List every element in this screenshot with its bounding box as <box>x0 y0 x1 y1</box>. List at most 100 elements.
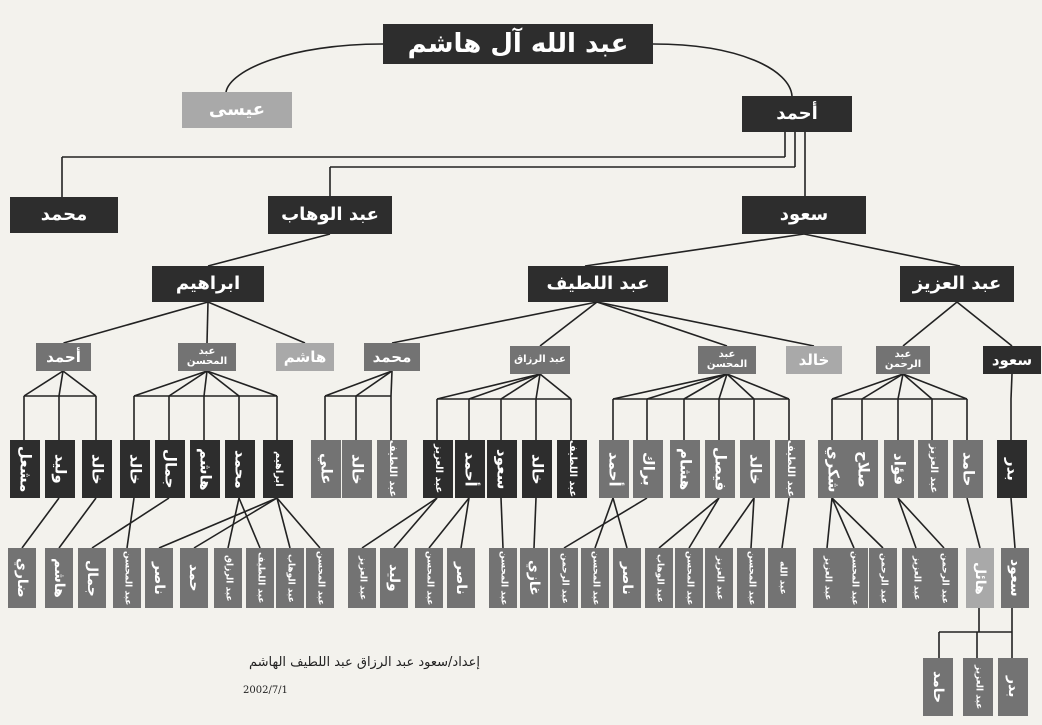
connector-l4-l5 <box>831 373 904 400</box>
node-label: محمد <box>231 449 250 489</box>
node-label: خالد <box>528 453 547 485</box>
node-l6-14: عبد المحسن <box>489 548 517 608</box>
connector-l5-l6 <box>393 497 438 549</box>
connector-l4-l5 <box>436 373 541 400</box>
node-label: ناصر <box>151 561 167 595</box>
node-l7-1: عبد العزيز <box>963 658 993 716</box>
node-label: عبد العزيز <box>357 555 368 601</box>
node-label: عبد الرحمن <box>939 552 950 604</box>
connector-l5-l6 <box>688 497 720 549</box>
connector-l5-l6 <box>831 497 884 549</box>
arc-root-ahmad <box>652 43 793 97</box>
node-label: عبد العزيز <box>912 273 1002 294</box>
node-label: أحمد <box>605 451 624 487</box>
connector-l4-l5 <box>62 370 97 397</box>
connector-l5-l6 <box>658 497 720 549</box>
node-l5-25: عبد العزيز <box>918 440 948 498</box>
connector-l5-l6 <box>58 497 97 549</box>
connector-l4-l5 <box>206 370 240 397</box>
node-l6-3: عبد المحسن <box>113 548 141 608</box>
connector-l4-l5 <box>168 370 208 397</box>
connector-l5-l6 <box>126 497 135 549</box>
node-l5-22: شكري <box>818 440 848 498</box>
credit-author: إعداد/سعود عبد الرزاق عبد اللطيف الهاشم <box>248 655 480 670</box>
arc-root-isa <box>225 43 384 93</box>
connector-l5-l6 <box>718 497 755 549</box>
node-l5-13: سعود <box>487 440 517 498</box>
node-label: سعود <box>779 204 829 225</box>
connector-l5-l6 <box>21 497 60 549</box>
connector-l4-l5 <box>683 373 728 400</box>
node-l5-20: خالد <box>740 440 770 498</box>
node-isa: عيسى <box>182 92 292 128</box>
node-label: عبد المحسن <box>122 550 133 606</box>
node-l4-abdulmohsen: عبد المحسن <box>178 343 236 371</box>
node-abdulaziz: عبد العزيز <box>900 266 1014 302</box>
connector-l4-l5 <box>539 373 572 400</box>
connector-l5-l6 <box>227 497 240 549</box>
node-l6-27: عبد العزيز <box>902 548 930 608</box>
node-l6-18: ناصر <box>613 548 641 608</box>
node-label: فيصل <box>711 446 730 492</box>
node-l6-16: عبد الرحمن <box>550 548 578 608</box>
connector-l3-l4 <box>539 301 598 347</box>
node-l5-15: عبد اللطيف <box>557 440 587 498</box>
connector-l5-l6 <box>428 497 470 549</box>
connector-l5-l6 <box>533 497 537 549</box>
connector-line <box>584 233 805 267</box>
node-l5-7: ابراهيم <box>263 440 293 498</box>
connector-l4-l5 <box>133 370 208 397</box>
node-label: عبد الرزاق <box>514 354 566 365</box>
connector-l4-l5 <box>390 370 393 397</box>
connector-l3-l4 <box>902 301 958 347</box>
connector-l5-l6 <box>460 497 470 549</box>
node-muhammad-l2: محمد <box>10 197 118 233</box>
node-l6-1: هاشم <box>45 548 73 608</box>
node-l4-abdulmohsen2: عبد المحسن <box>698 346 756 374</box>
node-label: عبد العزيز <box>911 555 922 601</box>
node-l6-6: عبد الرزاق <box>214 548 242 608</box>
node-l6-10: عبد العزيز <box>348 548 376 608</box>
node-label: ناصر <box>619 561 635 595</box>
connector-l5-l6 <box>276 497 321 549</box>
node-label: مشعل <box>16 445 35 493</box>
node-label: عيسى <box>208 99 266 120</box>
connector-l3-l4 <box>596 301 728 347</box>
connector-l3-l4 <box>956 301 1013 347</box>
connector-l4-l5 <box>726 373 755 400</box>
node-ahmad: أحمد <box>742 96 852 132</box>
node-label: ضاري <box>14 558 30 598</box>
node-l6-0: ضاري <box>8 548 36 608</box>
node-l6-12: عبد المحسن <box>415 548 443 608</box>
node-label: عبد اللطيف <box>785 440 796 498</box>
node-label: وليد <box>386 564 402 592</box>
node-label: عبد اللطيف <box>546 273 650 294</box>
node-l4-muhammad: محمد <box>364 343 420 371</box>
node-label: هائل <box>972 561 988 595</box>
connector-l5-l6 <box>612 497 628 549</box>
connector-l4-l5 <box>902 373 968 400</box>
node-label: سعود <box>493 448 512 490</box>
node-label: هاشم <box>51 558 67 598</box>
node-label: خالد <box>348 453 367 485</box>
node-label: صلاح <box>854 450 873 488</box>
node-l6-4: ناصر <box>145 548 173 608</box>
node-abdulwahab: عبد الوهاب <box>268 196 392 234</box>
node-label: عبد المحسن <box>746 550 757 606</box>
node-l5-6: محمد <box>225 440 255 498</box>
connector-l4-l5 <box>355 370 393 397</box>
connector-l3-l4 <box>63 301 209 344</box>
connector-line <box>803 233 961 267</box>
node-l5-9: خالد <box>342 440 372 498</box>
connector-l3-l4 <box>596 301 815 347</box>
node-l6-25: عبد المحسن <box>840 548 868 608</box>
node-label: حامد <box>930 670 946 704</box>
node-abdullatif: عبد اللطيف <box>528 266 668 302</box>
node-l5-8: علي <box>311 440 341 498</box>
node-l5-21: عبد اللطيف <box>775 440 805 498</box>
connector-l4-l5 <box>206 370 278 397</box>
node-label: عبد المحسن <box>684 550 695 606</box>
node-label: عبد الرزاق <box>223 554 234 602</box>
node-label: عبد الرحمن <box>878 552 889 604</box>
